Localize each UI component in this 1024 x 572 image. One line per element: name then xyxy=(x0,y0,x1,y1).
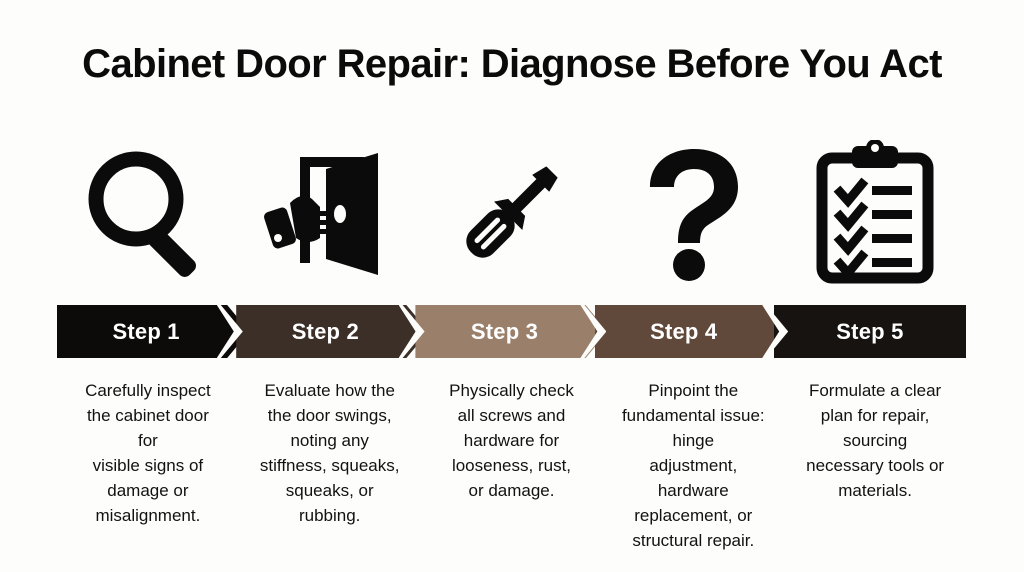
step-description-5: Formulate a clear plan for repair, sourcin… xyxy=(784,378,966,553)
description-line: misalignment. xyxy=(95,506,201,525)
step-chevron-3[interactable]: Step 3 xyxy=(415,305,607,358)
step-chevron-5[interactable]: Step 5 xyxy=(773,305,967,358)
hand-pushing-door-icon xyxy=(260,143,400,283)
step-chevron-1[interactable]: Step 1 xyxy=(57,305,249,358)
icon-cell-step-4 xyxy=(602,135,784,290)
description-line: visible signs of xyxy=(92,456,204,475)
icon-cell-step-1 xyxy=(57,135,239,290)
icon-row xyxy=(57,135,966,290)
description-line: rubbing. xyxy=(298,506,361,525)
page-title: Cabinet Door Repair: Diagnose Before You… xyxy=(82,42,942,86)
step-description-3: Physically check all screws and hardware f… xyxy=(421,378,603,553)
step-description-4: Pinpoint the fundamental issue: hinge adjus… xyxy=(602,378,784,553)
description-line: or damage. xyxy=(468,481,555,500)
description-row: Carefully inspect the cabinet door for visi… xyxy=(57,378,966,553)
step-label-3: Step 3 xyxy=(470,318,539,344)
icon-cell-step-5 xyxy=(784,135,966,290)
description-line: looseness, rust, xyxy=(451,456,572,475)
step-chevron-2[interactable]: Step 2 xyxy=(236,305,428,358)
step-label-5: Step 5 xyxy=(836,318,904,344)
step-chevron-4[interactable]: Step 4 xyxy=(595,305,787,358)
description-line: squeaks, or xyxy=(285,481,374,500)
screwdriver-icon xyxy=(441,143,581,283)
description-line: necessary tools or xyxy=(806,456,945,475)
description-line: replacement, or xyxy=(634,506,753,525)
description-line: Carefully inspect xyxy=(85,381,211,400)
description-line: fundamental issue: xyxy=(621,406,765,425)
description-line: hinge xyxy=(672,431,715,450)
description-line: adjustment, xyxy=(649,456,738,475)
description-line: Formulate a clear xyxy=(808,381,942,400)
description-line: plan for repair, xyxy=(820,406,930,425)
step-description-1: Carefully inspect the cabinet door for visi… xyxy=(57,378,239,553)
description-line: Physically check xyxy=(449,381,574,400)
step-label-1: Step 1 xyxy=(112,318,180,344)
step-label-2: Step 2 xyxy=(291,318,359,344)
clipboard-checklist-icon xyxy=(810,140,940,285)
description-line: stiffness, squeaks, xyxy=(259,456,400,475)
description-line: sourcing xyxy=(842,431,908,450)
magnifying-glass-icon xyxy=(78,143,218,283)
description-line: Pinpoint the xyxy=(648,381,739,400)
question-mark-icon xyxy=(628,143,758,283)
icon-cell-step-3 xyxy=(421,135,603,290)
description-line: the door swings, xyxy=(267,406,392,425)
description-line: structural repair. xyxy=(632,531,755,550)
description-line: noting any xyxy=(290,431,369,450)
description-line: Evaluate how the xyxy=(264,381,395,400)
step-description-2: Evaluate how the the door swings, noting a… xyxy=(239,378,421,553)
step-banner: Step 1 Step 2 Step 3 Step 4 Step 5 xyxy=(57,305,967,358)
description-line: hardware for xyxy=(463,431,560,450)
description-line: materials. xyxy=(838,481,912,500)
description-line: the cabinet door xyxy=(86,406,209,425)
icon-cell-step-2 xyxy=(239,135,421,290)
step-label-4: Step 4 xyxy=(650,318,718,344)
description-line: for xyxy=(137,431,158,450)
description-line: all screws and xyxy=(457,406,566,425)
description-line: damage or xyxy=(107,481,189,500)
description-line: hardware xyxy=(657,481,729,500)
